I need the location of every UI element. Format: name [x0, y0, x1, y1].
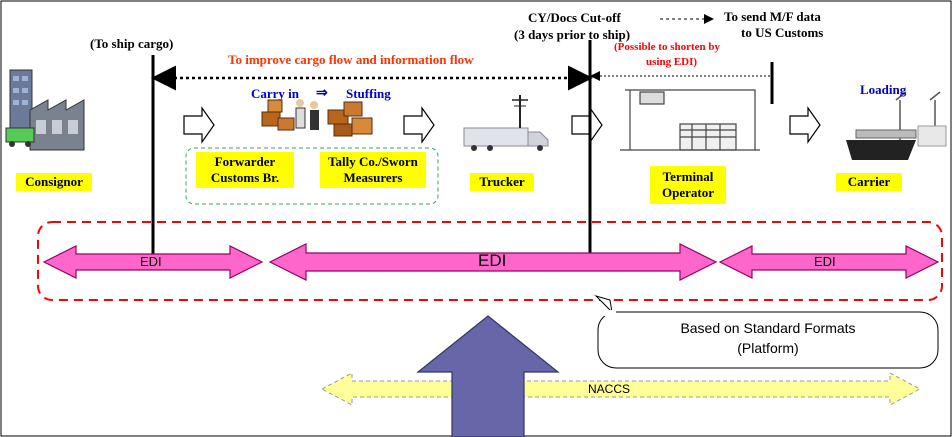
- shorten-label-1: (Possible to shorten by: [614, 41, 721, 53]
- platform-up-arrow: [416, 315, 560, 437]
- boxes-icon: [261, 99, 373, 137]
- ship-icon: [846, 91, 947, 160]
- naccs-label: NACCS: [588, 382, 631, 396]
- flow-arrow-2: [403, 106, 435, 144]
- cutoff-sub-label: (3 days prior to ship): [514, 27, 631, 42]
- factory-icon: [5, 69, 85, 151]
- trucker-label: Trucker: [470, 173, 534, 191]
- truck-icon: [463, 95, 549, 151]
- edi-arrow-left: [42, 245, 264, 279]
- edi-right-label: EDI: [814, 254, 836, 269]
- ship-cargo-label: (To ship cargo): [90, 36, 174, 51]
- edi-region-box: [37, 221, 943, 301]
- loading-label: Loading: [860, 82, 907, 97]
- send-mf-label-1: To send M/F data: [724, 9, 821, 24]
- flow-arrow-1: [183, 106, 215, 144]
- cutoff-label: CY/Docs Cut-off: [528, 10, 621, 25]
- platform-label-2: (Platform): [737, 340, 799, 356]
- stuffing-label: Stuffing: [346, 86, 391, 101]
- edi-center-label: EDI: [478, 251, 507, 270]
- platform-callout: [594, 294, 939, 369]
- flow-arrow-4: [789, 106, 821, 144]
- edi-arrow-center: [268, 243, 718, 281]
- flow-arrows: [183, 106, 821, 144]
- platform-label-1: Based on Standard Formats: [680, 320, 856, 336]
- carry-in-label: Carry in: [251, 86, 300, 101]
- send-mf-label-2: to US Customs: [741, 25, 824, 40]
- consignor-label: Consignor: [16, 173, 92, 191]
- carrier-label: Carrier: [836, 173, 902, 191]
- party-group-box: [185, 147, 439, 205]
- edi-left-label: EDI: [140, 254, 162, 269]
- shorten-label-2: using EDI): [646, 56, 698, 68]
- carry-in-arrow-glyph: ⇒: [316, 86, 328, 101]
- edi-arrow-right: [718, 245, 940, 279]
- crane-icon: [620, 89, 760, 151]
- improve-flow-label: To improve cargo flow and information fl…: [228, 52, 474, 67]
- flow-arrow-3: [571, 106, 603, 144]
